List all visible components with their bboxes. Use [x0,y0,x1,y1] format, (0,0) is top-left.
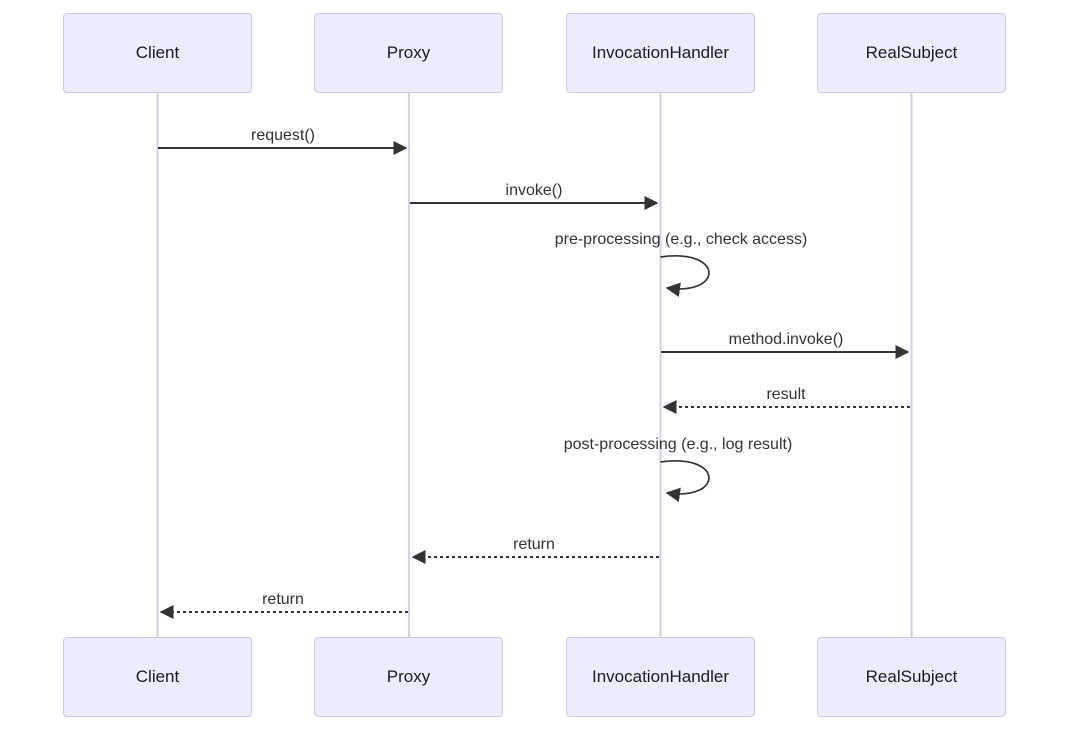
actor-box-invocationhandler-bottom: InvocationHandler [566,637,755,717]
message-label-method-invoke: method.invoke() [728,331,844,348]
message-label-return-to-proxy: return [513,536,555,553]
self-loop-arrow-post-processing [660,460,710,502]
actor-box-realsubject-bottom: RealSubject [817,637,1006,717]
message-label-pre-processing: pre-processing (e.g., check access) [554,231,808,248]
message-label-request: request() [250,127,316,144]
actor-label-realsubject: RealSubject [865,667,958,686]
actor-box-realsubject-top: RealSubject [817,13,1006,93]
actor-box-client-bottom: Client [63,637,252,717]
actor-label-client: Client [135,43,180,62]
actor-label-proxy: Proxy [386,43,431,62]
actor-label-proxy: Proxy [386,667,431,686]
actor-box-invocationhandler-top: InvocationHandler [566,13,755,93]
actor-box-client-top: Client [63,13,252,93]
self-loop-arrow-pre-processing [660,255,710,297]
actor-label-invocationhandler: InvocationHandler [591,43,730,62]
actor-box-proxy-top: Proxy [314,13,503,93]
actor-box-proxy-bottom: Proxy [314,637,503,717]
actor-label-invocationhandler: InvocationHandler [591,667,730,686]
actor-label-realsubject: RealSubject [865,43,958,62]
message-label-return-to-client: return [262,591,304,608]
message-label-invoke: invoke() [505,182,563,199]
message-label-post-processing: post-processing (e.g., log result) [563,436,793,453]
message-label-result: result [766,386,806,403]
actor-label-client: Client [135,667,180,686]
